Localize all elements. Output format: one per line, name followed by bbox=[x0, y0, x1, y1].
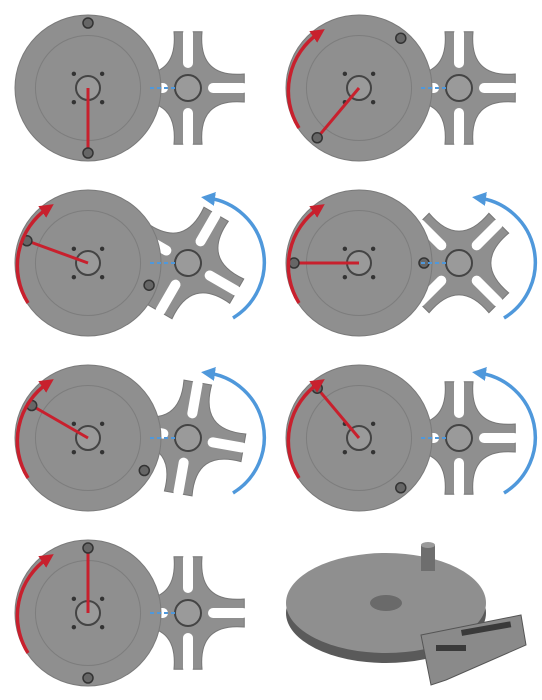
panel-step-4 bbox=[271, 175, 542, 350]
panel-svg bbox=[0, 0, 271, 175]
drive-wheel bbox=[15, 15, 161, 161]
wheel-hub-3d bbox=[370, 595, 402, 611]
panel-step-6 bbox=[271, 350, 542, 525]
cross-slot bbox=[208, 608, 248, 618]
panel-svg bbox=[271, 525, 542, 700]
drive-pin bbox=[289, 258, 299, 268]
drive-wheel bbox=[286, 15, 432, 161]
panel-step-7 bbox=[0, 525, 271, 700]
cross-slot bbox=[183, 108, 193, 148]
cross-slot bbox=[479, 83, 519, 93]
bolt-hole bbox=[371, 275, 375, 279]
cross-slot bbox=[454, 28, 464, 68]
slot-3d bbox=[436, 645, 466, 651]
bolt-hole bbox=[100, 247, 104, 251]
drive-wheel bbox=[286, 190, 432, 336]
bolt-hole bbox=[72, 422, 76, 426]
panel-step-1 bbox=[0, 0, 271, 175]
cross-slot bbox=[183, 553, 193, 593]
cross-slot bbox=[454, 378, 464, 418]
bolt-hole bbox=[343, 72, 347, 76]
isometric-model bbox=[286, 542, 526, 685]
bolt-hole bbox=[72, 597, 76, 601]
panel-svg bbox=[0, 525, 271, 700]
cross-slot bbox=[208, 83, 248, 93]
panel-step-2 bbox=[271, 0, 542, 175]
panel-step-8-3d bbox=[271, 525, 542, 700]
bolt-hole bbox=[371, 450, 375, 454]
panel-step-3 bbox=[0, 175, 271, 350]
cross-hub bbox=[446, 425, 472, 451]
drive-wheel bbox=[15, 365, 161, 511]
cross-slot bbox=[454, 108, 464, 148]
cross-slot bbox=[479, 433, 519, 443]
counter-pin bbox=[396, 33, 406, 43]
panel-svg bbox=[0, 350, 271, 525]
drive-pin bbox=[83, 148, 93, 158]
bolt-hole bbox=[100, 422, 104, 426]
drive-pin bbox=[83, 543, 93, 553]
cross-hub bbox=[175, 600, 201, 626]
bolt-hole bbox=[343, 275, 347, 279]
bolt-hole bbox=[72, 100, 76, 104]
counter-pin bbox=[83, 673, 93, 683]
bolt-hole bbox=[72, 275, 76, 279]
counter-pin bbox=[139, 466, 149, 476]
bolt-hole bbox=[100, 72, 104, 76]
bolt-hole bbox=[343, 450, 347, 454]
panel-svg bbox=[0, 175, 271, 350]
drive-wheel bbox=[286, 365, 432, 511]
cross-slot bbox=[183, 28, 193, 68]
bolt-hole bbox=[371, 100, 375, 104]
drive-pin bbox=[312, 133, 322, 143]
bolt-hole bbox=[371, 422, 375, 426]
post-top-3d bbox=[421, 542, 435, 548]
drive-wheel bbox=[15, 540, 161, 686]
panel-svg bbox=[271, 175, 542, 350]
panel-svg bbox=[271, 350, 542, 525]
panel-step-5 bbox=[0, 350, 271, 525]
panel-svg bbox=[271, 0, 542, 175]
bolt-hole bbox=[343, 247, 347, 251]
bolt-hole bbox=[100, 275, 104, 279]
cross-slot bbox=[183, 633, 193, 673]
bolt-hole bbox=[72, 450, 76, 454]
cross-hub bbox=[446, 75, 472, 101]
cross-hub bbox=[175, 75, 201, 101]
bolt-hole bbox=[100, 597, 104, 601]
bolt-hole bbox=[72, 625, 76, 629]
bolt-hole bbox=[100, 625, 104, 629]
bolt-hole bbox=[72, 72, 76, 76]
post-3d bbox=[421, 545, 435, 571]
cross-slot bbox=[454, 458, 464, 498]
bolt-hole bbox=[371, 72, 375, 76]
bolt-hole bbox=[100, 450, 104, 454]
bolt-hole bbox=[72, 247, 76, 251]
bolt-hole bbox=[371, 247, 375, 251]
drive-wheel bbox=[15, 190, 161, 336]
counter-pin bbox=[144, 280, 154, 290]
counter-pin bbox=[396, 483, 406, 493]
bolt-hole bbox=[100, 100, 104, 104]
counter-pin bbox=[83, 18, 93, 28]
